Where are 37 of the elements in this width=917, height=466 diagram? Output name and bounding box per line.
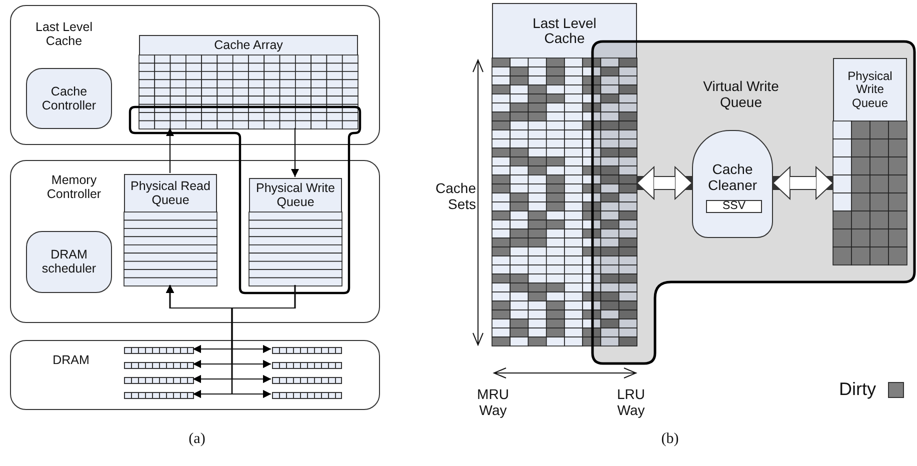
- axis-label: Cache Sets: [434, 180, 476, 212]
- subfigure-label: (b): [660, 431, 680, 448]
- node-label: DRAM scheduler: [40, 248, 98, 276]
- memory-row-bar: [124, 376, 194, 384]
- component-panel: [10, 160, 380, 323]
- memory-row-bar: [272, 362, 342, 368]
- arrow: [291, 128, 299, 177]
- memory-row-bar: [124, 346, 194, 354]
- axis-label: LRU Way: [616, 386, 646, 418]
- axis-label: MRU Way: [476, 386, 510, 418]
- region-title: Virtual Write Queue: [702, 78, 780, 110]
- region-outline: [591, 40, 917, 366]
- cache-table: [492, 3, 637, 346]
- node-label: Cache Controller: [40, 84, 98, 113]
- node-label: SSV: [721, 200, 746, 213]
- queue-table: [833, 58, 907, 265]
- queue-table: [124, 174, 217, 286]
- component-panel: [10, 340, 380, 410]
- legend-label: Dirty: [838, 379, 876, 400]
- node-label: Cache Cleaner: [706, 161, 758, 194]
- queue-table: [249, 178, 342, 286]
- process-box: [692, 130, 773, 238]
- memory-row-bar: [272, 392, 342, 398]
- memory-row-bar: [272, 376, 342, 384]
- memory-row-bar: [272, 346, 342, 354]
- register-box: [706, 200, 762, 213]
- memory-row-bar: [124, 362, 194, 368]
- queue-table: [139, 35, 358, 129]
- panel-title: Memory Controller: [46, 173, 102, 202]
- subfigure-label: (a): [188, 431, 206, 448]
- panel-title: Last Level Cache: [34, 20, 94, 49]
- controller-box: [26, 68, 112, 129]
- panel-title: DRAM: [52, 353, 90, 368]
- controller-box: [26, 231, 112, 293]
- component-panel: [10, 5, 380, 145]
- memory-row-bar: [124, 392, 194, 398]
- arrow: [166, 128, 174, 173]
